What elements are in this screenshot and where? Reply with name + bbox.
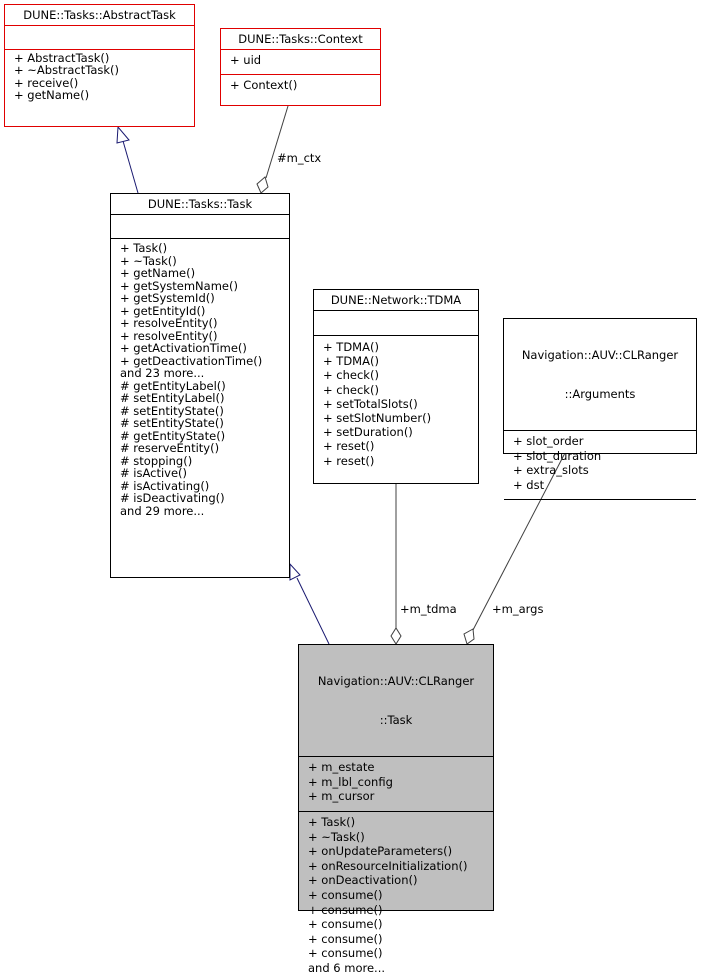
class-method: + onResourceInitialization() xyxy=(308,858,468,873)
methods-section xyxy=(504,499,696,504)
class-method: + consume() xyxy=(308,946,383,961)
class-method: + setDuration() xyxy=(323,425,413,440)
attributes-section xyxy=(111,214,289,238)
class-tdma[interactable]: DUNE::Network::TDMA + TDMA()+ TDMA()+ ch… xyxy=(313,289,479,484)
class-method: + onUpdateParameters() xyxy=(308,844,453,859)
class-method: + consume() xyxy=(308,902,383,917)
class-name: DUNE::Tasks::Task xyxy=(147,197,253,211)
class-method: + onDeactivation() xyxy=(308,873,418,888)
class-method: + ~Task() xyxy=(308,829,365,844)
class-method: + AbstractTask() xyxy=(14,51,110,65)
class-method: + setSlotNumber() xyxy=(323,411,432,426)
class-method: + getName() xyxy=(120,266,196,280)
class-method: + consume() xyxy=(308,917,383,932)
edges-layer xyxy=(116,105,566,645)
class-arguments[interactable]: Navigation::AUV::CLRanger ::Arguments + … xyxy=(503,318,697,500)
methods-section: + Task()+ ~Task()+ onUpdateParameters()+… xyxy=(299,811,493,978)
attributes-section: + uid xyxy=(221,49,380,74)
class-method: + reset() xyxy=(323,453,375,468)
class-method: and 6 more... xyxy=(308,960,386,975)
aggregation-edge-context-task xyxy=(265,105,289,179)
class-name: DUNE::Tasks::Context xyxy=(238,32,363,46)
class-method: and 23 more... xyxy=(120,366,205,380)
class-method: + receive() xyxy=(14,75,79,90)
class-name-line2: ::Task xyxy=(379,713,413,727)
aggregation-diamond-mctx xyxy=(256,176,269,194)
class-method: + TDMA() xyxy=(323,354,379,369)
class-method: # reserveEntity() xyxy=(120,441,220,455)
class-method: + check() xyxy=(323,368,379,383)
class-attribute: + uid xyxy=(230,53,262,67)
methods-section: + AbstractTask()+ ~AbstractTask()+ recei… xyxy=(5,49,194,103)
class-method: + ~Task() xyxy=(120,253,177,268)
aggregation-edge-arguments xyxy=(472,452,566,631)
class-method: + getSystemId() xyxy=(120,291,215,305)
class-name-line1: Navigation::AUV::CLRanger xyxy=(317,674,475,688)
class-context[interactable]: DUNE::Tasks::Context + uid + Context() xyxy=(220,28,381,106)
attributes-section: + slot_order+ slot_duration+ extra_slots… xyxy=(504,430,696,499)
class-method: + resolveEntity() xyxy=(120,316,218,330)
class-method: + consume() xyxy=(308,931,383,946)
edge-label-m-tdma: +m_tdma xyxy=(400,602,457,616)
class-abstract-task[interactable]: DUNE::Tasks::AbstractTask + AbstractTask… xyxy=(4,4,195,127)
class-method: + Context() xyxy=(230,78,298,92)
class-dune-task[interactable]: DUNE::Tasks::Task + Task()+ ~Task()+ get… xyxy=(110,193,290,578)
aggregation-diamond-mtdma xyxy=(390,627,402,645)
attributes-section xyxy=(5,25,194,49)
class-attribute: + m_lbl_config xyxy=(308,774,393,789)
class-attribute: + slot_duration xyxy=(513,448,602,463)
class-method: + getDeactivationTime() xyxy=(120,353,263,368)
class-method: # isActive() xyxy=(120,466,188,480)
class-name-line1: Navigation::AUV::CLRanger xyxy=(521,348,679,362)
class-method: # setEntityLabel() xyxy=(120,391,225,405)
class-name: DUNE::Network::TDMA xyxy=(330,293,462,307)
class-method: + getSystemName() xyxy=(120,278,238,293)
class-name-line2: ::Arguments xyxy=(564,387,636,401)
class-clranger-task[interactable]: Navigation::AUV::CLRanger ::Task + m_est… xyxy=(298,644,494,975)
class-method: + consume() xyxy=(308,887,383,902)
class-method: # getEntityState() xyxy=(120,428,226,443)
methods-section: + TDMA()+ TDMA()+ check()+ check()+ setT… xyxy=(314,335,478,470)
class-method: + ~AbstractTask() xyxy=(14,63,119,78)
class-method: + getName() xyxy=(14,87,90,102)
edge-label-m-args: +m_args xyxy=(492,602,544,616)
class-method: + check() xyxy=(323,382,379,397)
inheritance-edge-clranger-task xyxy=(296,577,330,645)
class-name: Navigation::AUV::CLRanger ::Arguments xyxy=(504,319,696,430)
aggregation-diamond-margs xyxy=(463,628,475,645)
attributes-section xyxy=(314,310,478,335)
class-method: + Task() xyxy=(120,241,168,255)
class-method: + setTotalSlots() xyxy=(323,396,418,411)
class-method: # getEntityLabel() xyxy=(120,378,226,393)
class-attribute: + slot_order xyxy=(513,434,584,448)
class-attribute: + m_cursor xyxy=(308,789,375,803)
class-method: and 29 more... xyxy=(120,503,205,518)
class-method: + Task() xyxy=(308,815,356,829)
class-attribute: + dst xyxy=(513,477,545,492)
class-method: + getActivationTime() xyxy=(120,341,247,355)
methods-section: + Task()+ ~Task()+ getName()+ getSystemN… xyxy=(111,238,289,519)
class-method: + resolveEntity() xyxy=(120,328,218,343)
class-attribute: + extra_slots xyxy=(513,463,589,477)
class-method: # setEntityState() xyxy=(120,403,224,418)
inheritance-arrowhead xyxy=(116,125,130,144)
class-method: + reset() xyxy=(323,439,375,454)
class-method: # isDeactivating() xyxy=(120,491,225,505)
edge-label-m-ctx: #m_ctx xyxy=(277,151,322,165)
class-method: # setEntityState() xyxy=(120,416,224,430)
inheritance-edge-task-abstracttask xyxy=(122,140,139,194)
methods-section: + Context() xyxy=(221,74,380,93)
class-attribute: + m_estate xyxy=(308,760,375,774)
class-method: # stopping() xyxy=(120,453,193,468)
attributes-section: + m_estate+ m_lbl_config+ m_cursor xyxy=(299,756,493,811)
class-method: + TDMA() xyxy=(323,340,379,354)
class-name: DUNE::Tasks::AbstractTask xyxy=(23,8,176,22)
class-method: # isActivating() xyxy=(120,478,210,493)
class-name: Navigation::AUV::CLRanger ::Task xyxy=(299,645,493,756)
class-method: + getEntityId() xyxy=(120,303,206,318)
inheritance-arrowhead xyxy=(289,562,301,581)
